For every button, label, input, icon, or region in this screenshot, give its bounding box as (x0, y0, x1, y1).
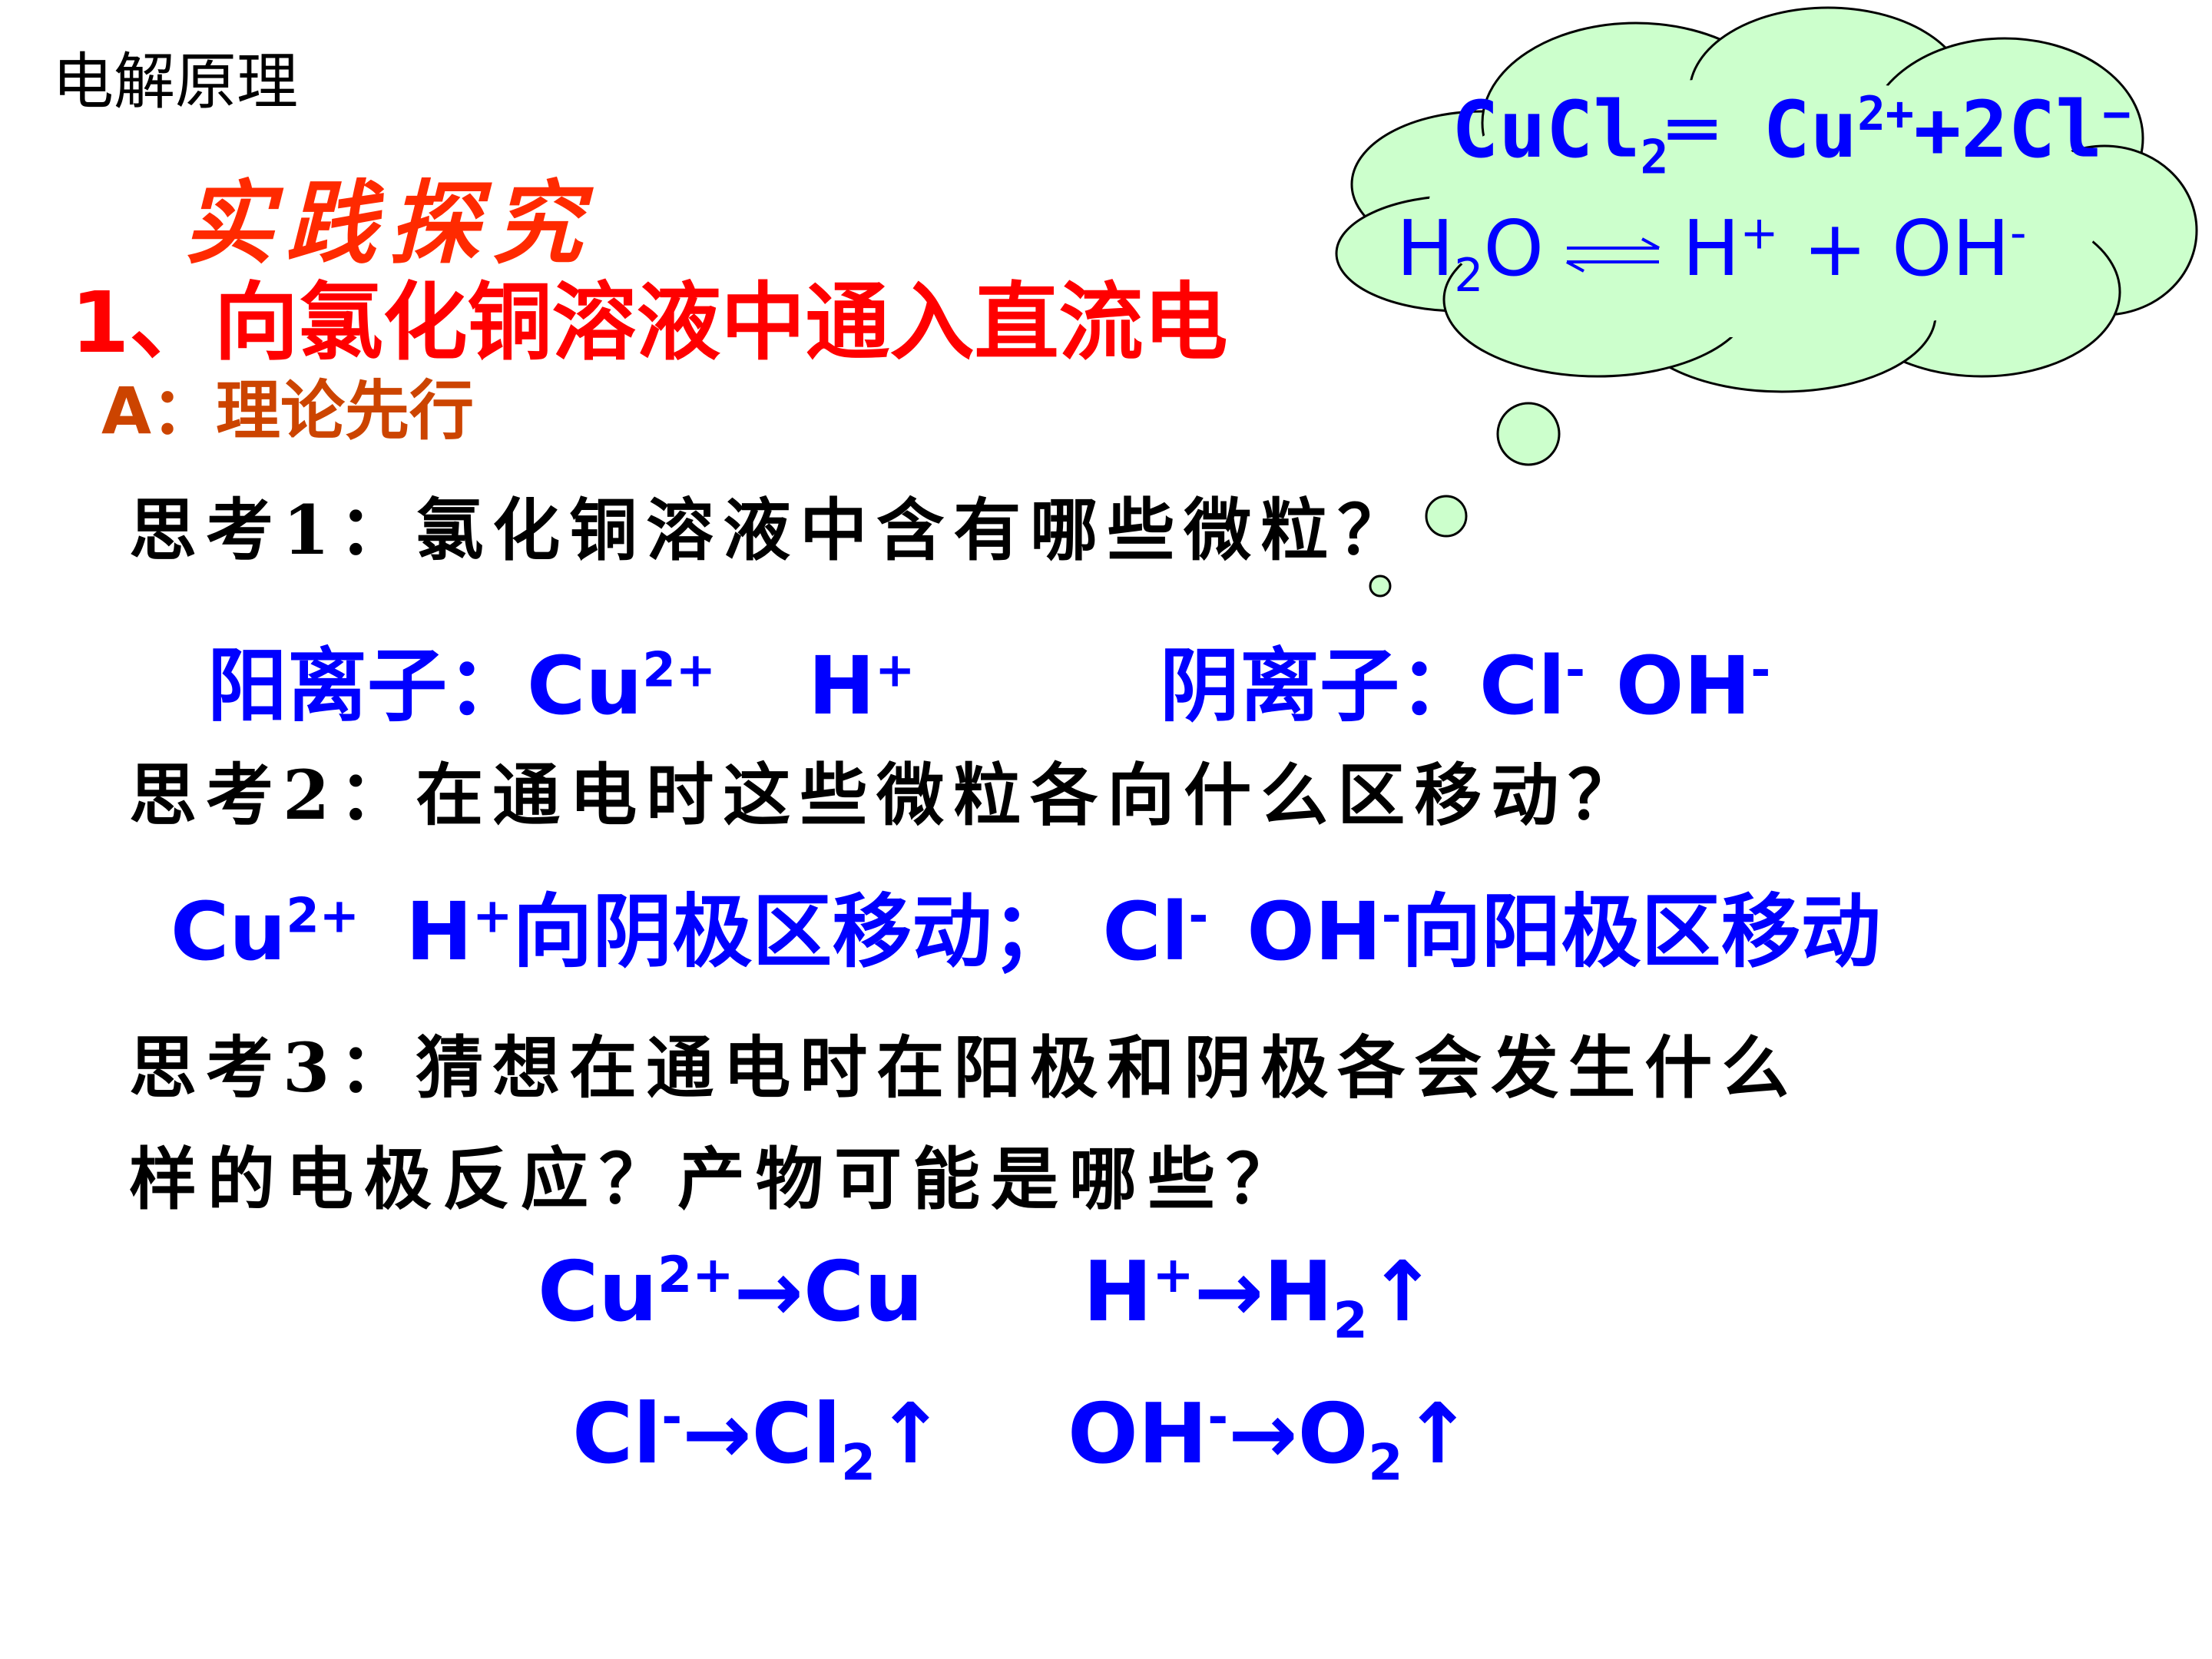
anions-line: 阴离子：Cl-OH- (1160, 639, 1771, 733)
section-title: 1、向氯化铜溶液中通入直流电 (71, 273, 1228, 372)
product-o2: OH-→O2↑ (1068, 1386, 1473, 1492)
equilibrium-arrow-icon (1566, 237, 1661, 273)
thought-cloud (1335, 6, 2198, 598)
practice-title: 实践探究 (183, 170, 595, 276)
product-cu: Cu2+→Cu (538, 1244, 924, 1340)
product-h2: H+→H2↑ (1083, 1244, 1438, 1350)
think1-question: 思考1：氯化铜溶液中含有哪些微粒？ (129, 490, 1415, 570)
product-cl2: Cl-→Cl2↑ (572, 1386, 945, 1492)
think3-question-line2: 样的电极反应？产物可能是哪些？ (129, 1139, 1305, 1219)
cations-line: 阳离子：Cu2+H+ (207, 639, 916, 733)
subsection-title: A：理论先行 (101, 373, 475, 449)
think3-question-line1: 思考3：猜想在通电时在阳极和阴极各会发生什么 (129, 1028, 1799, 1108)
think2-question: 思考2：在通电时这些微粒各向什么区移动？ (129, 755, 1645, 835)
ion-migration-line: Cu2+H+向阴极区移动；Cl-OH-向阳极区移动 (171, 885, 1881, 979)
page-title: 电解原理 (52, 46, 298, 118)
cucl2-dissociation-equation: CuCl2═ Cu2++2Cl− (1452, 84, 2131, 185)
